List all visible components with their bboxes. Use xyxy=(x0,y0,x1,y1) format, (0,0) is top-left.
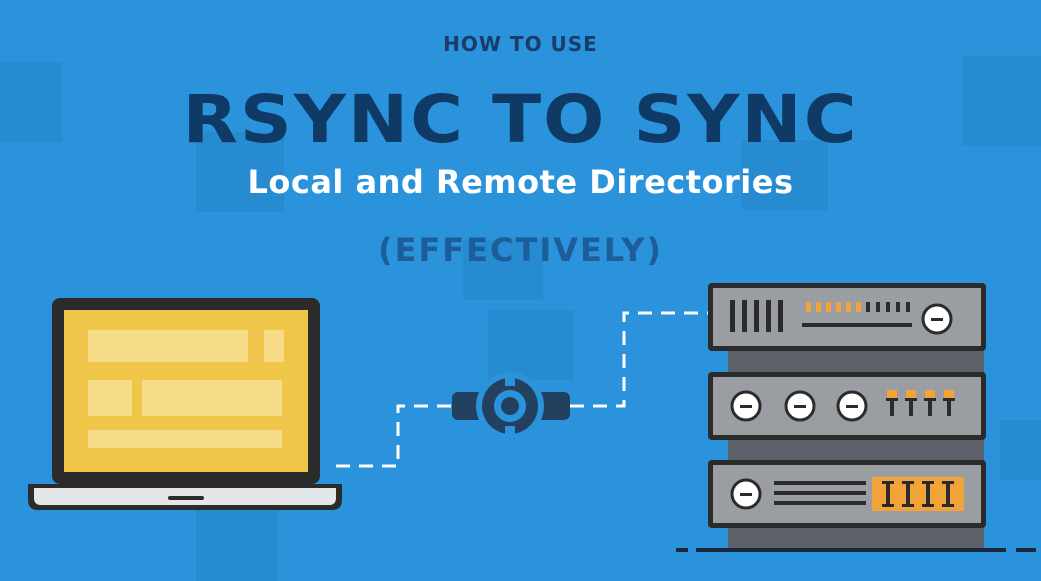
main-title: RSYNC TO SYNC xyxy=(182,80,859,158)
bg-block xyxy=(196,132,284,212)
bg-block xyxy=(962,56,1041,146)
sync-connector-icon xyxy=(452,372,570,440)
bg-block xyxy=(196,506,278,581)
server-rack-icon xyxy=(708,283,986,550)
bg-block xyxy=(1000,420,1041,480)
bg-block xyxy=(488,310,574,380)
ground-line xyxy=(676,548,1036,552)
kicker-text: HOW TO USE xyxy=(443,32,598,56)
bg-block xyxy=(742,140,828,210)
subtitle: Local and Remote Directories xyxy=(247,163,794,201)
bg-block xyxy=(463,240,543,300)
bg-block xyxy=(0,62,62,142)
laptop-icon xyxy=(28,298,342,510)
note-text: (EFFECTIVELY) xyxy=(377,231,664,269)
connection-line xyxy=(336,311,708,468)
